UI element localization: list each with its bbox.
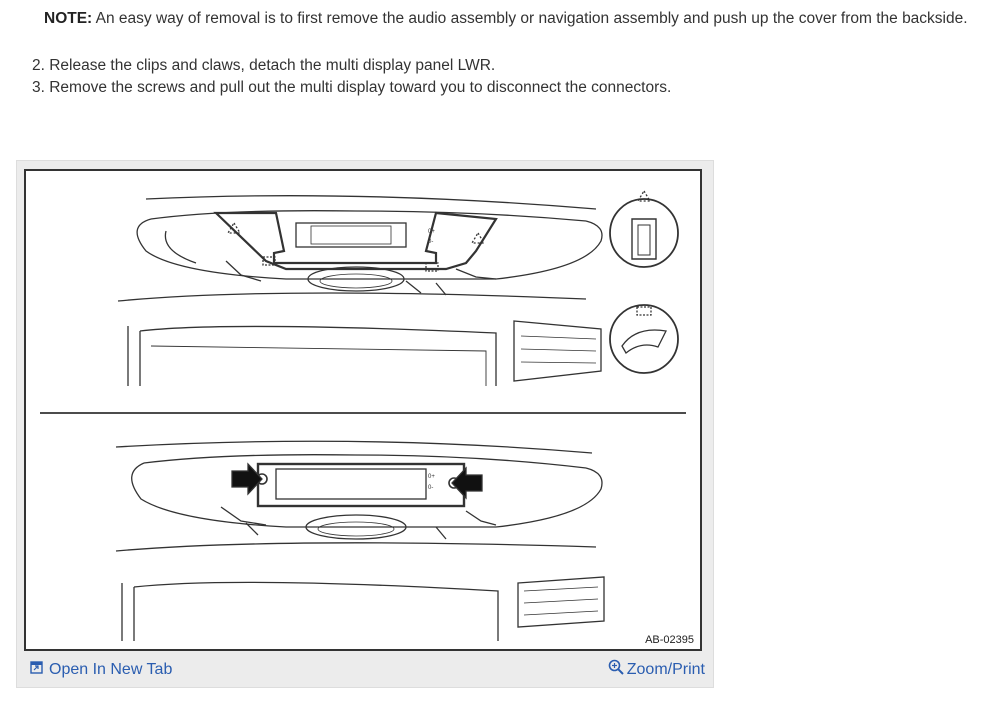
zoom-print-link[interactable]: Zoom/Print xyxy=(608,659,705,680)
svg-text:0-: 0- xyxy=(428,239,433,245)
new-tab-icon xyxy=(30,661,43,679)
zoom-print-label: Zoom/Print xyxy=(626,660,705,678)
open-in-new-tab-link[interactable]: Open In New Tab xyxy=(30,661,172,679)
figure-toolbar: Open In New Tab Zoom/Print xyxy=(17,655,713,687)
note-paragraph: NOTE: An easy way of removal is to first… xyxy=(44,10,968,28)
open-in-new-tab-label: Open In New Tab xyxy=(49,661,173,678)
figure-code: AB-02395 xyxy=(645,634,694,646)
svg-text:0+: 0+ xyxy=(428,474,435,480)
step-item: 2. Release the clips and claws, detach t… xyxy=(32,57,496,74)
svg-text:0+: 0+ xyxy=(428,229,435,235)
figure-container: 0+ 0- xyxy=(16,160,714,688)
steps-list: 2. Release the clips and claws, detach t… xyxy=(32,55,671,99)
diagram-illustration: 0+ 0- xyxy=(40,189,686,641)
note-label: NOTE: xyxy=(44,10,93,27)
step-item: 3. Remove the screws and pull out the mu… xyxy=(32,79,672,96)
magnifier-icon xyxy=(608,659,624,680)
diagram-image: 0+ 0- xyxy=(24,169,702,651)
svg-text:0-: 0- xyxy=(428,485,433,491)
note-text: An easy way of removal is to first remov… xyxy=(95,10,968,27)
